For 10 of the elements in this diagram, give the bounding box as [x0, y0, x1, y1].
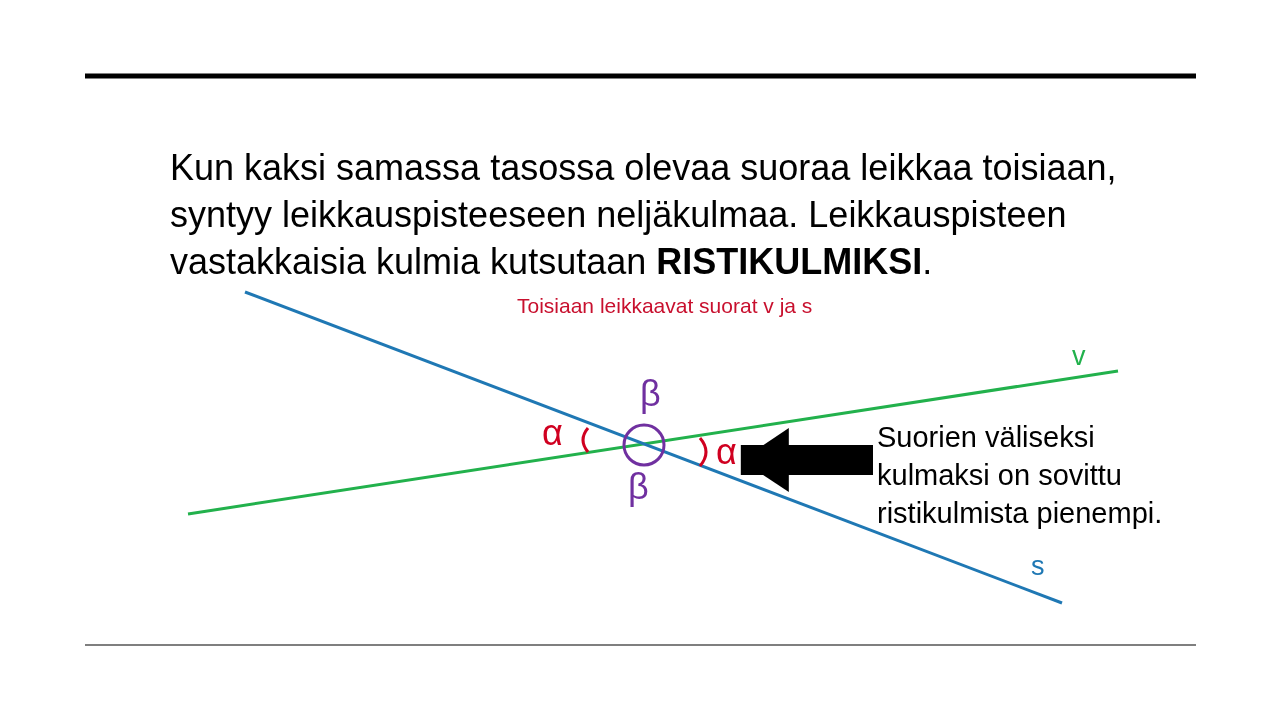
block-arrow	[740, 428, 873, 492]
line-label: s	[1031, 553, 1045, 580]
caption-text: Toisiaan leikkaavat suorat v ja s	[517, 295, 813, 316]
angle-label: β	[628, 469, 649, 505]
line-label: v	[1072, 343, 1086, 370]
intro-paragraph: Kun kaksi samassa tasossa olevaa suoraa leikkaa toisiaan, syntyy leikkauspisteeseen neljäkulmaa. Leikkauspisteen vastakkaisia kulmia kutsutaan RISTIKULMIKSI.	[170, 146, 1118, 284]
note-text: Suorien väliseksi kulmaksi on sovittu ristikulmista pienempi.	[877, 418, 1207, 532]
angle-label: α	[716, 434, 737, 470]
angle-label: β	[640, 376, 661, 412]
angle-label: α	[542, 415, 563, 451]
